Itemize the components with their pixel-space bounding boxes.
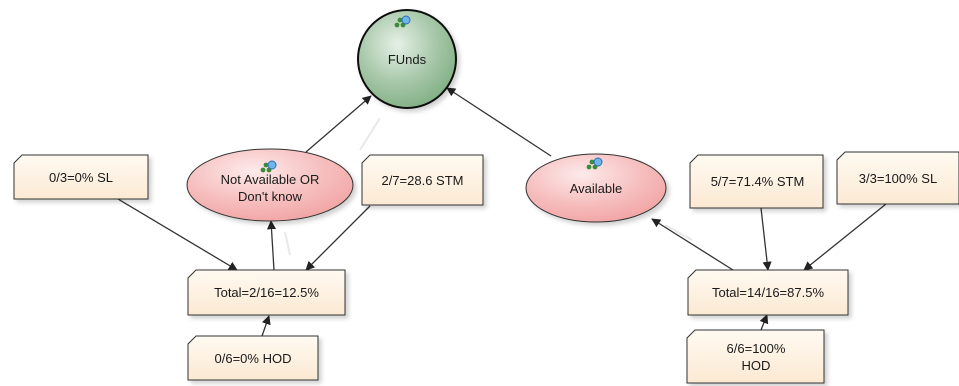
note-stm-right-shape[interactable] <box>689 154 824 209</box>
note-sl-left-label: 0/3=0% SL <box>49 169 113 185</box>
available-node-ellipse[interactable] <box>525 153 667 223</box>
note-sl-right-label: 3/3=100% SL <box>858 170 938 186</box>
note-stm-left-shape[interactable] <box>361 154 484 206</box>
note-total-left-shape[interactable] <box>187 269 346 316</box>
edge-stm-right-to-total-right <box>760 207 772 271</box>
network-magnifier-icon <box>394 15 411 28</box>
edge-hod-right-to-total-right <box>759 314 769 331</box>
edge-total-right-to-available <box>651 218 734 271</box>
available-node-label: Available <box>569 180 623 196</box>
funds-node-label: FUnds <box>387 51 427 67</box>
note-hod-right-shape[interactable] <box>686 329 825 384</box>
note-total-left-label: Total=2/16=12.5% <box>214 285 319 300</box>
edge-available-to-funds <box>446 87 552 157</box>
note-total-right-shape[interactable] <box>687 269 849 316</box>
network-magnifier-icon <box>260 160 277 173</box>
edge-total-left-to-not-available <box>266 220 277 271</box>
funds-node-circle[interactable] <box>357 9 457 109</box>
edge-hod-left-to-total-left <box>261 315 271 337</box>
edge-sl-left-to-total-left <box>117 198 238 271</box>
edge-sl-right-to-total-right <box>803 203 887 271</box>
note-hod-right-label: 6/6=100% HOD <box>726 340 786 373</box>
edge-stm-left-to-total-left <box>305 205 371 271</box>
note-hod-left-shape[interactable] <box>187 335 319 381</box>
edge-not-available-to-funds <box>305 95 372 153</box>
not-available-node-ellipse[interactable] <box>186 148 354 222</box>
note-sl-right-shape[interactable] <box>836 151 959 205</box>
note-sl-left-shape[interactable] <box>13 154 149 200</box>
note-stm-right-label: 5/7=71.4% STM <box>710 174 805 189</box>
note-stm-left-label: 2/7=28.6 STM <box>381 172 464 188</box>
not-available-node-label: Not Available OR Don't know <box>220 172 320 204</box>
network-magnifier-icon <box>586 157 603 170</box>
note-total-right-label: Total=14/16=87.5% <box>711 285 825 300</box>
note-hod-left-label: 0/6=0% HOD <box>214 350 292 366</box>
